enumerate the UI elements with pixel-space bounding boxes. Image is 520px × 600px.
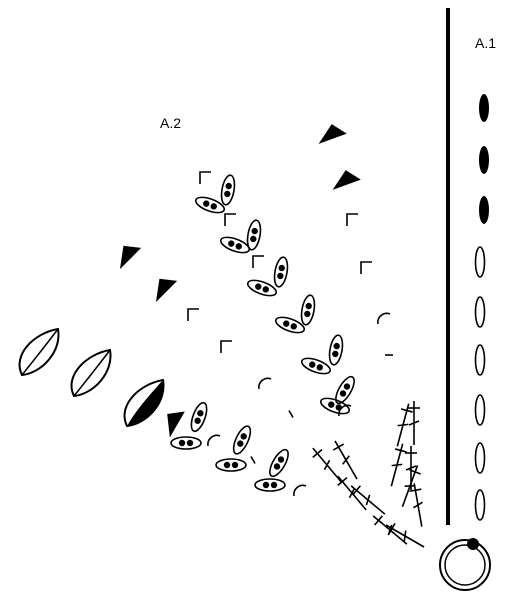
puff-stitch (274, 316, 306, 334)
filled-chain-stitch (479, 146, 489, 174)
chain-stitch (474, 344, 486, 376)
puff-stitch (328, 334, 344, 366)
filled-chain-stitch (479, 94, 489, 122)
chart-symbols (18, 94, 489, 548)
arc-mark (293, 484, 307, 497)
double-crochet (396, 403, 413, 447)
double-crochet (390, 443, 407, 487)
double-crochet (312, 447, 342, 483)
chain-stitch (474, 296, 486, 328)
filled-triangle (318, 124, 347, 144)
leaf (18, 327, 60, 377)
puff-stitch (190, 401, 208, 433)
chain-stitch (474, 246, 486, 278)
corner-mark (187, 308, 199, 321)
magic-ring-inner (444, 544, 486, 586)
double-crochet (409, 483, 423, 527)
corner-mark (199, 171, 211, 184)
puff-stitch (194, 196, 226, 214)
double-crochet (332, 440, 358, 480)
double-crochet (401, 465, 422, 507)
chart-label-a1: A.1 (475, 35, 497, 51)
puff-stitch (246, 279, 278, 297)
puff-stitch (246, 219, 262, 251)
double-crochet (372, 515, 408, 545)
dash-mark (250, 456, 256, 464)
slip-stitch-dot (467, 538, 479, 550)
double-crochet (385, 522, 425, 548)
arc-mark (377, 312, 391, 325)
dash-mark (288, 410, 294, 418)
puff-stitch (254, 478, 286, 492)
double-crochet (408, 401, 420, 445)
corner-mark (224, 213, 236, 226)
double-crochet (337, 475, 367, 511)
chain-stitch (474, 442, 486, 474)
chain-stitch (474, 394, 486, 426)
puff-stitch (319, 397, 351, 415)
puff-stitch (269, 448, 289, 478)
double-crochet (350, 485, 386, 515)
chart-label-a2: A.2 (160, 115, 182, 131)
leaf (70, 348, 112, 398)
chain-stitch (474, 489, 486, 521)
filled-triangle (119, 245, 142, 270)
puff-stitch (300, 294, 316, 326)
puff-stitch (273, 256, 289, 288)
filled-chain-stitch (479, 196, 489, 224)
corner-mark (220, 340, 232, 353)
corner-mark (346, 213, 358, 226)
leaf (123, 378, 165, 428)
arc-mark (258, 377, 272, 390)
arc-mark (338, 404, 352, 417)
filled-triangle (167, 411, 185, 438)
chart-static-layer (439, 8, 491, 591)
puff-stitch (232, 425, 252, 455)
puff-stitch (300, 357, 332, 375)
puff-stitch (335, 375, 355, 405)
puff-stitch (215, 458, 247, 472)
corner-mark (252, 255, 264, 268)
puff-stitch (220, 174, 236, 206)
arc-mark (207, 434, 221, 447)
puff-stitch (219, 236, 251, 254)
corner-mark (360, 261, 372, 274)
magic-ring-outer (439, 539, 491, 591)
puff-stitch (170, 436, 202, 450)
filled-triangle (332, 170, 361, 190)
filled-triangle (155, 278, 178, 303)
